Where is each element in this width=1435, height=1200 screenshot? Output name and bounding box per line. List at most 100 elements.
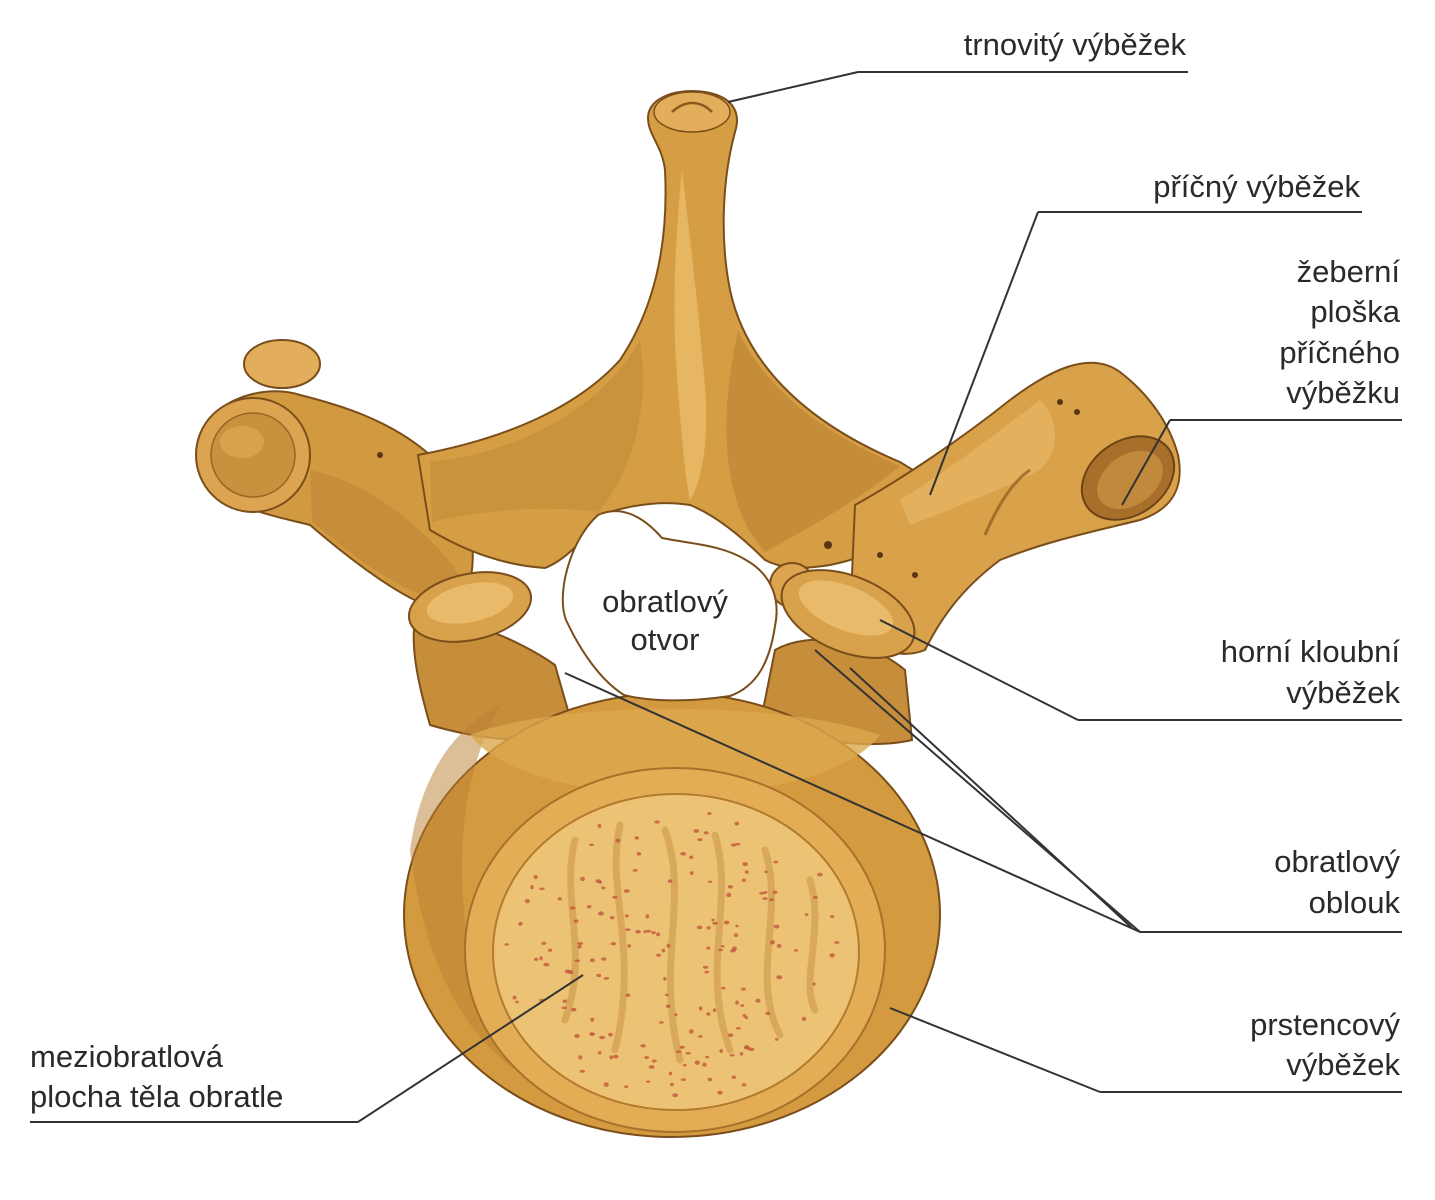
- left-lamina-shade: [430, 340, 644, 522]
- endplate-pore: [769, 898, 774, 902]
- label-intervertebral-surface-line: plocha těla obratle: [30, 1079, 283, 1114]
- endplate-pore: [772, 890, 778, 894]
- endplate-pore: [645, 914, 650, 919]
- endplate-pore: [727, 1033, 734, 1038]
- endplate-pore: [571, 1007, 577, 1012]
- endplate-pore: [609, 1055, 614, 1060]
- right-superior-articular-process: [769, 562, 916, 659]
- right-transverse-process-shaft: [848, 361, 1181, 655]
- nutrient-foramen-dot: [1057, 399, 1063, 405]
- leader-lines: [30, 71, 1402, 1123]
- endplate-pore: [693, 829, 700, 833]
- endplate-pore: [504, 943, 510, 946]
- endplate-pore: [539, 887, 545, 891]
- left-articular-facet-highlight: [426, 582, 514, 624]
- left-costal-facet-highlight: [220, 426, 264, 458]
- endplate-pore: [698, 1035, 703, 1038]
- endplate-pore: [720, 945, 725, 948]
- label-ring-apophysis-line: výběžek: [1286, 1047, 1400, 1082]
- endplate-pore: [685, 1051, 691, 1055]
- endplate-pore: [625, 993, 631, 997]
- endplate-pore: [656, 953, 662, 957]
- leader-line-vertebral-arch-left: [564, 672, 1141, 933]
- left-transverse-process: [195, 339, 474, 607]
- label-costal-facet-line: ploška: [1310, 294, 1400, 329]
- endplate-pore: [543, 962, 550, 967]
- nutrient-foramen-dot: [377, 452, 383, 458]
- endplate-pore: [577, 944, 582, 949]
- endplate-pore: [817, 872, 823, 877]
- left-transverse-process-knob: [243, 339, 321, 389]
- endplate-pore: [765, 1011, 771, 1016]
- endplate-pore: [707, 880, 713, 883]
- label-costal-facet: žeberní ploška příčného výběžku: [1279, 254, 1400, 410]
- endplate-pore: [524, 899, 530, 904]
- endplate-pore: [739, 1052, 744, 1056]
- endplate-pore: [748, 1047, 755, 1052]
- endplate-pore: [664, 993, 670, 997]
- endplate-pore: [741, 1083, 747, 1087]
- spinous-process-tip: [653, 91, 731, 133]
- right-costal-facet-surface: [1097, 450, 1163, 510]
- endplate-pore: [656, 932, 661, 937]
- endplate-pore: [665, 1004, 671, 1008]
- endplate-pore: [646, 1080, 651, 1083]
- endplate-pore: [717, 1090, 723, 1095]
- leader-line-intervertebral-surface: [357, 974, 584, 1123]
- endplate-pore: [597, 823, 602, 828]
- vertebral-body-top-ridge: [470, 708, 880, 795]
- intervertebral-surface: [492, 793, 860, 1111]
- endplate-groove: [661, 826, 684, 1064]
- endplate-pore: [830, 915, 834, 919]
- label-costal-facet-line: žeberní: [1297, 254, 1401, 289]
- endplate-pore: [801, 1016, 807, 1022]
- endplate-pore: [729, 1054, 735, 1057]
- endplate-pore: [603, 977, 610, 980]
- endplate-pore: [735, 1000, 739, 1005]
- nutrient-foramen-dot: [912, 572, 918, 578]
- endplate-pore: [744, 1045, 750, 1050]
- endplate-pore: [518, 921, 523, 926]
- left-superior-articular-process: [407, 571, 533, 643]
- endplate-pore: [648, 1065, 655, 1069]
- endplate-pore: [601, 886, 606, 890]
- endplate-pore: [773, 860, 779, 864]
- endplate-pore: [562, 999, 568, 1003]
- endplate-pore: [564, 969, 571, 974]
- endplate-pore: [706, 926, 711, 930]
- endplate-pore: [608, 1032, 613, 1037]
- endplate-pore: [573, 919, 579, 923]
- endplate-pore: [680, 1078, 687, 1081]
- label-superior-articular-process-line: horní kloubní: [1221, 634, 1401, 669]
- endplate-pore: [712, 1008, 717, 1012]
- endplate-pore: [590, 1017, 595, 1022]
- endplate-pore: [636, 851, 642, 856]
- endplate-pore: [723, 920, 730, 925]
- endplate-pore: [579, 1069, 585, 1073]
- endplate-pore: [598, 911, 604, 916]
- endplate-pore: [706, 946, 711, 950]
- endplate-pore: [580, 876, 585, 882]
- endplate-pore: [764, 870, 768, 874]
- endplate-pore: [577, 942, 584, 945]
- endplate-pore: [727, 885, 734, 889]
- label-transverse-process: příčný výběžek: [1153, 169, 1360, 204]
- endplate-pore: [625, 928, 631, 931]
- endplate-pore: [596, 973, 602, 978]
- endplate-pore: [773, 924, 780, 929]
- nutrient-foramen-dot: [1074, 409, 1080, 415]
- endplate-pore: [644, 1056, 650, 1059]
- endplate-pore: [741, 878, 747, 882]
- endplate-pore: [578, 1055, 583, 1060]
- endplate-pore: [539, 956, 543, 961]
- nutrient-foramen-dot: [877, 552, 883, 558]
- endplate-pore: [595, 879, 602, 883]
- endplate-pore: [676, 1050, 682, 1053]
- endplate-pore: [730, 949, 736, 953]
- endplate-pore: [659, 1021, 664, 1024]
- vertebral-foramen: [561, 510, 778, 702]
- endplate-pore: [704, 970, 710, 974]
- endplate-pore: [776, 944, 782, 948]
- endplate-pore: [735, 842, 741, 846]
